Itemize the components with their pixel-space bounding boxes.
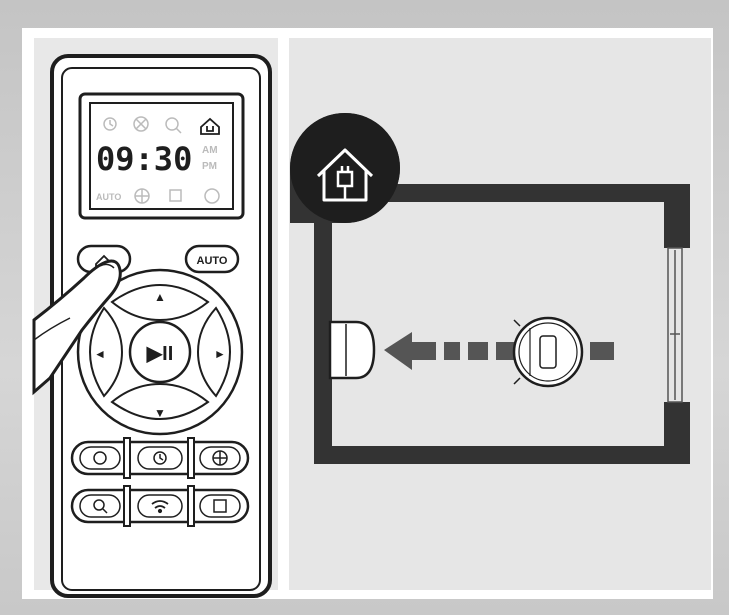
- charging-dock: [330, 322, 374, 378]
- house-plug-badge: [290, 113, 400, 223]
- room-walls: [314, 184, 690, 464]
- window: [668, 248, 682, 402]
- robot-vacuum: [514, 318, 582, 386]
